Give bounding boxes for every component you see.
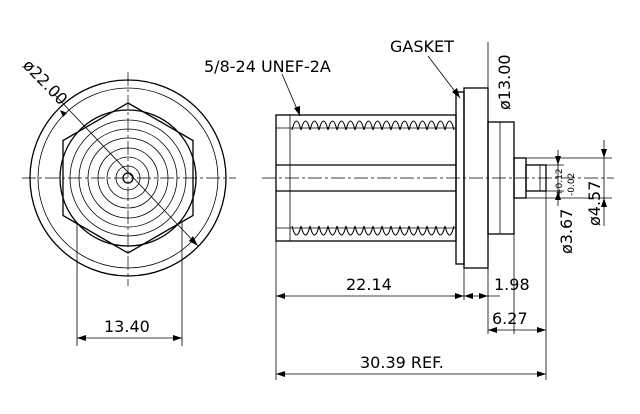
thread-crest [345, 120, 356, 131]
thread-crest [300, 225, 311, 236]
front-diameter-leader [53, 93, 199, 247]
gasket-arrow [452, 88, 460, 98]
thread-crest [309, 120, 320, 131]
gasket-label: GASKET [390, 37, 454, 56]
thread-crest [345, 225, 356, 236]
thread-length-label: 22.14 [346, 275, 392, 294]
overall-length-arrow-r [537, 371, 546, 377]
thread-crest [309, 225, 320, 236]
thread-crest [354, 225, 365, 236]
thread-crest [336, 120, 347, 131]
overall-length-arrow-l [276, 371, 285, 377]
front-width-label: 13.40 [104, 317, 150, 336]
thread-crest [435, 225, 446, 236]
flange-thickness-label: 1.98 [494, 275, 530, 294]
front-hex-nut [62, 102, 194, 254]
thread-crest [426, 120, 437, 131]
thread-crest [390, 225, 401, 236]
thread-spec-label: 5/8-24 UNEF-2A [204, 57, 331, 76]
ins-arrow-top [601, 149, 607, 158]
side-view: 5/8-24 UNEF-2A GASKET ø13.00 ø3.67 +0.12… [204, 37, 614, 380]
thread-crest [363, 120, 374, 131]
rear-length-label: 6.27 [492, 309, 528, 328]
thread-crest [444, 120, 455, 131]
thread-crest [408, 120, 419, 131]
thread-crest [408, 225, 419, 236]
front-diameter-label: ø22.00 [19, 56, 71, 109]
thread-crest [426, 225, 437, 236]
thread-crest [363, 225, 374, 236]
rear-length-arrow-l [488, 327, 497, 333]
thread-crest [318, 225, 329, 236]
thread-crest [381, 120, 392, 131]
thread-crest [318, 120, 329, 131]
front-diameter-arrow [189, 236, 198, 246]
front-width-arrow-l [77, 335, 86, 341]
flange-thick-arrow-l [464, 293, 473, 299]
thread-crest [327, 225, 338, 236]
flange-thick-arrow-r [479, 293, 488, 299]
pin-diameter-label: ø3.67 [557, 209, 576, 254]
thread-crests-top [291, 120, 455, 131]
thread-crest [300, 120, 311, 131]
thread-crest [291, 120, 302, 131]
thread-crests-bottom [291, 225, 455, 236]
front-view: ø22.00 13.40 [19, 56, 236, 346]
thread-crest [435, 120, 446, 131]
thread-crest [417, 225, 428, 236]
thread-crest [336, 225, 347, 236]
thread-crest [381, 225, 392, 236]
front-diameter-arrow-top [60, 110, 67, 117]
insulator-diameter-label: ø4.57 [585, 181, 604, 226]
thread-crest [291, 225, 302, 236]
front-width-arrow-r [173, 335, 182, 341]
pin-arrow-top [555, 156, 561, 165]
pin-tol-upper: +0.12 [555, 168, 565, 196]
thread-crest [390, 120, 401, 131]
thread-crest [327, 120, 338, 131]
thread-crest [372, 225, 383, 236]
flange-diameter-label: ø13.00 [495, 54, 514, 110]
thread-crest [372, 120, 383, 131]
ins-arrow-bottom [601, 198, 607, 207]
pin-tol-lower: -0.02 [567, 173, 577, 196]
thread-crest [354, 120, 365, 131]
thread-spec-arrow [294, 106, 300, 116]
thread-crest [417, 120, 428, 131]
thread-length-arrow-l [276, 293, 285, 299]
overall-length-label: 30.39 REF. [360, 353, 444, 372]
thread-crest [399, 225, 410, 236]
rear-length-arrow-r [537, 327, 546, 333]
thread-crest [444, 225, 455, 236]
thread-crest [399, 120, 410, 131]
